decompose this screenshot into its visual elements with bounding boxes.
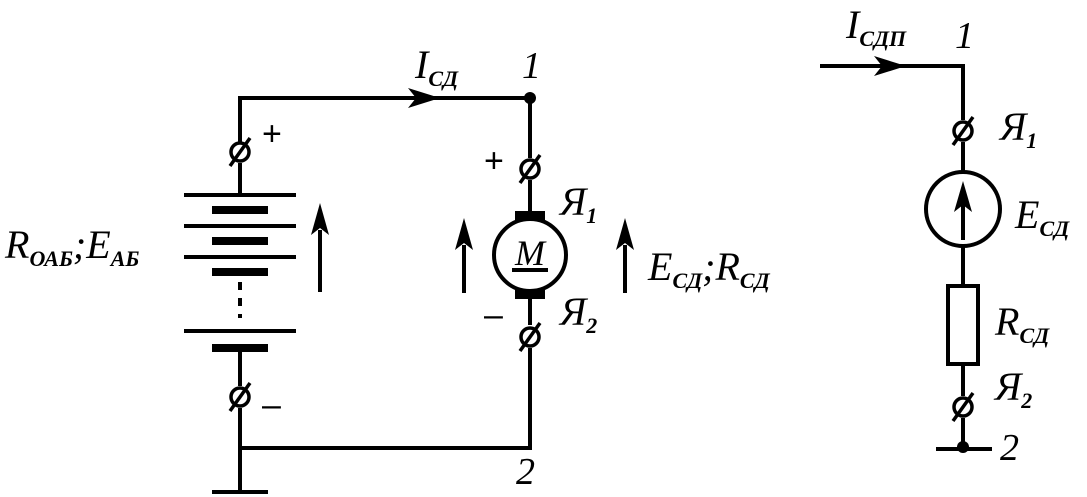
motor-m-letter: M xyxy=(514,233,547,273)
node-2-dot-right xyxy=(957,441,969,453)
terminal-ya2-right xyxy=(951,391,975,423)
motor-label: EСД;RСД xyxy=(647,244,771,293)
motor-left-arrow xyxy=(455,218,473,293)
emf-source-symbol xyxy=(924,170,1002,248)
battery-plus-sign: + xyxy=(262,115,282,153)
battery-emf-arrow xyxy=(311,203,329,292)
battery-symbol xyxy=(184,193,296,352)
current-arrow xyxy=(408,88,440,108)
wire-right-top xyxy=(820,64,965,120)
terminal-ya1-right xyxy=(951,115,975,147)
battery-terminal-minus xyxy=(228,381,252,413)
node-2-label: 2 xyxy=(516,451,535,493)
armature-1-label: Я1 xyxy=(558,179,597,228)
current-arrow-right xyxy=(874,56,906,76)
right-circuit: IСДП 1 2 Я1 Я2 EСД RСД xyxy=(820,2,1070,469)
motor-symbol xyxy=(492,211,568,299)
node-1-label-right: 1 xyxy=(955,15,974,57)
motor-plus-sign: + xyxy=(484,142,504,180)
node-1-dot xyxy=(524,92,536,104)
motor-terminal-plus xyxy=(518,153,542,185)
armature-1-label-right: Я1 xyxy=(998,104,1037,153)
battery-label: RОАБ;EАБ xyxy=(4,222,139,271)
left-circuit: IСД 1 2 RОАБ;EАБ + – + – M Я1 Я2 EСД;RСД xyxy=(4,42,771,494)
node-1-label: 1 xyxy=(522,45,541,87)
battery-terminal-plus xyxy=(228,136,252,168)
wire-bottom xyxy=(238,348,532,490)
battery-minus-sign: – xyxy=(262,386,281,424)
motor-minus-sign: – xyxy=(484,296,503,334)
motor-terminal-minus xyxy=(518,321,542,353)
node-2-label-right: 2 xyxy=(1000,427,1019,469)
resistor-symbol xyxy=(946,284,980,366)
armature-2-label-right: Я2 xyxy=(993,364,1032,413)
armature-2-label: Я2 xyxy=(558,289,597,338)
resistor-label-right: RСД xyxy=(994,299,1050,348)
current-label: IСД xyxy=(414,42,459,91)
motor-emf-arrow xyxy=(616,218,634,293)
wire-top xyxy=(238,96,532,158)
current-label-right: IСДП xyxy=(845,2,907,51)
source-label-right: EСД xyxy=(1014,192,1070,241)
